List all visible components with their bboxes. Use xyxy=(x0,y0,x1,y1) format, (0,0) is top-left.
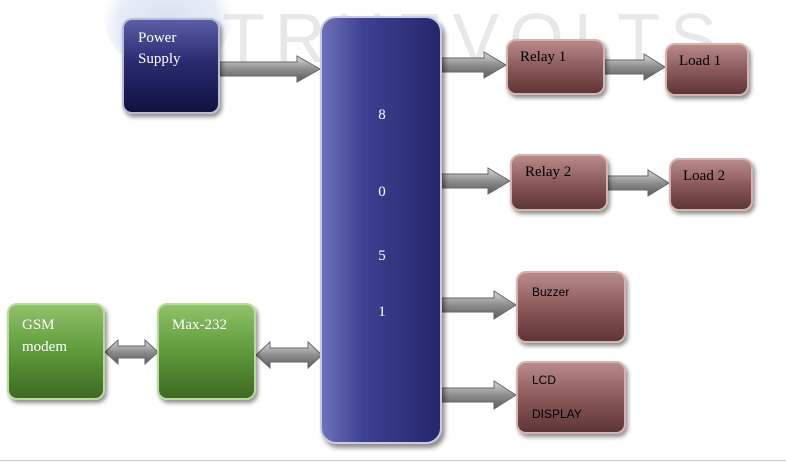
lcd-label-line2: DISPLAY xyxy=(532,407,582,421)
arrow-relay1-to-load1 xyxy=(604,53,666,81)
mcu-char-1: 8 xyxy=(378,107,386,123)
load2-block: Load 2 xyxy=(669,158,753,211)
arrow-mcu-to-relay2 xyxy=(441,167,511,195)
max232-block: Max-232 xyxy=(157,303,256,400)
gsm-modem-block: GSM modem xyxy=(7,303,105,400)
bottom-divider xyxy=(0,460,786,461)
arrow-mcu-to-lcd xyxy=(441,380,517,410)
power-supply-label-line2: Supply xyxy=(138,51,181,67)
load2-label: Load 2 xyxy=(683,168,726,184)
mcu-char-3: 5 xyxy=(378,248,386,264)
gsm-label-line2: modem xyxy=(22,339,67,355)
mcu-char-4: 1 xyxy=(378,304,386,320)
lcd-display-block: LCD DISPLAY xyxy=(516,361,626,434)
buzzer-block: Buzzer xyxy=(516,271,626,343)
power-supply-label-line1: Power xyxy=(138,30,177,46)
lcd-label-line1: LCD xyxy=(532,373,557,387)
load1-label: Load 1 xyxy=(679,53,722,69)
relay2-label: Relay 2 xyxy=(525,164,572,180)
arrow-mcu-to-relay1 xyxy=(441,51,507,79)
load1-block: Load 1 xyxy=(665,43,749,96)
arrow-max232-mcu xyxy=(255,340,323,370)
microcontroller-8051-block: 8 0 5 1 xyxy=(320,16,442,444)
max232-label: Max-232 xyxy=(172,317,227,333)
arrow-power-to-mcu xyxy=(219,55,322,83)
gsm-label-line1: GSM xyxy=(22,317,55,333)
power-supply-block: Power Supply xyxy=(122,18,220,114)
relay1-block: Relay 1 xyxy=(506,39,605,95)
mcu-char-2: 0 xyxy=(378,184,386,200)
buzzer-label: Buzzer xyxy=(532,285,570,299)
relay1-label: Relay 1 xyxy=(520,49,567,65)
arrow-relay2-to-load2 xyxy=(607,169,670,197)
arrow-gsm-max232 xyxy=(104,338,159,366)
arrow-mcu-to-buzzer xyxy=(441,290,517,320)
relay2-block: Relay 2 xyxy=(510,154,608,211)
